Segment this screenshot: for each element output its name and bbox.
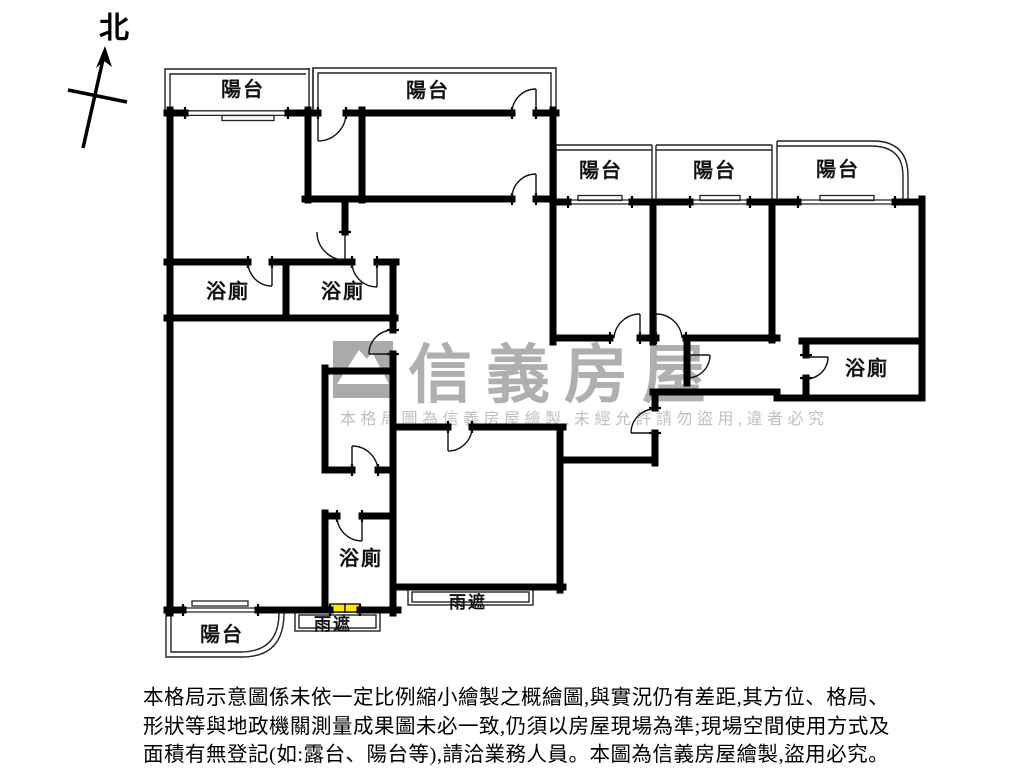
- balcony-label-bottom: 陽台: [200, 622, 244, 646]
- north-arrow-icon: [67, 46, 128, 149]
- bathroom-label-1: 浴廁: [206, 279, 250, 303]
- bathroom-label-4: 浴廁: [845, 356, 889, 380]
- windows: [183, 110, 895, 613]
- disclaimer-line-2: 形狀等與地政機關測量成果圖未必一致,仍須以房屋現場為準;現場空間使用方式及: [143, 715, 890, 738]
- rain-cover-label-1: 雨遮: [314, 614, 352, 634]
- walls: [163, 106, 926, 617]
- yellow-window-marker: [329, 603, 361, 613]
- door-arcs: [247, 88, 829, 542]
- watermark-brand: 信義房屋: [408, 340, 720, 411]
- bathroom-label-2: 浴廁: [321, 279, 365, 303]
- balcony-label-right-2: 陽台: [693, 158, 737, 182]
- balcony-label-right-3: 陽台: [816, 157, 860, 181]
- north-label: 北: [99, 12, 129, 45]
- bathroom-label-3: 浴廁: [339, 546, 383, 570]
- balcony-label-top-middle: 陽台: [406, 78, 450, 102]
- rain-cover-label-2: 雨遮: [449, 592, 487, 612]
- balcony-label-top-left: 陽台: [221, 77, 265, 101]
- disclaimer-line-3: 面積有無登記(如:露台、陽台等),請洽業務人員。本圖為信義房屋繪製,盜用必究。: [143, 744, 890, 766]
- watermark: 信義房屋 本格局圖為信義房屋繪製,未經允許請勿盜用,違者必究: [333, 340, 829, 428]
- watermark-notice: 本格局圖為信義房屋繪製,未經允許請勿盜用,違者必究: [340, 409, 829, 428]
- disclaimer-text: 本格局示意圖係未依一定比例縮小繪製之概繪圖,與實況仍有差距,其方位、格局、 形狀…: [143, 684, 963, 768]
- disclaimer-line-1: 本格局示意圖係未依一定比例縮小繪製之概繪圖,與實況仍有差距,其方位、格局、: [143, 687, 890, 709]
- balcony-label-right-1: 陽台: [579, 158, 623, 182]
